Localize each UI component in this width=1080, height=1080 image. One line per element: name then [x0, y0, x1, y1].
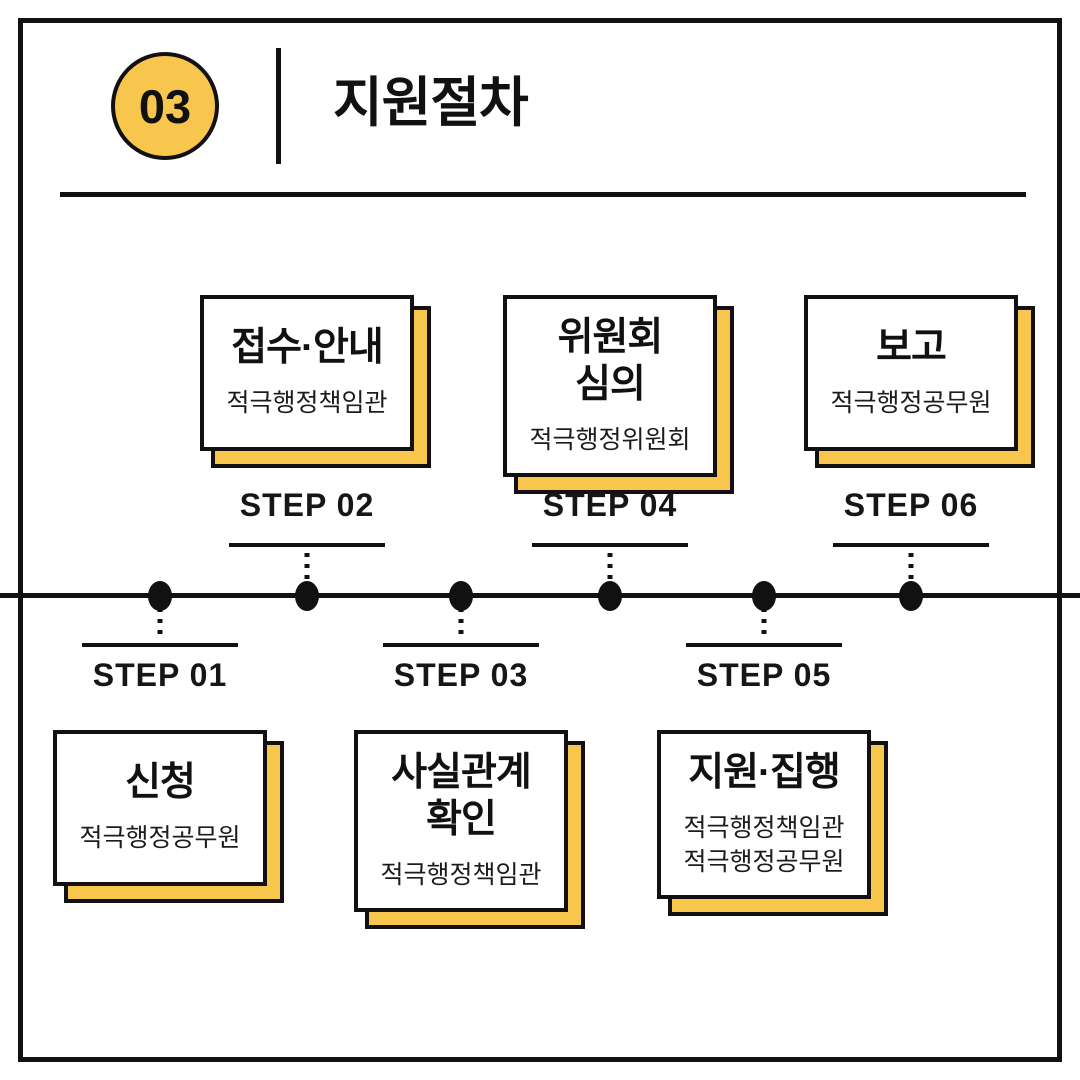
dotted-connector — [157, 608, 163, 640]
step-card: 사실관계 확인 적극행정책임관 — [354, 730, 568, 913]
step-card-subtitle: 적극행정책임관 — [380, 860, 542, 889]
timeline-dot-3 — [449, 581, 473, 611]
dotted-connector — [458, 608, 464, 640]
step-card-title: 보고 — [876, 326, 947, 370]
outer-frame — [18, 18, 1062, 1062]
step-group-02: 접수·안내 적극행정책임관 STEP 02 — [187, 295, 427, 595]
dotted-connector — [607, 553, 613, 586]
step-card-title: 신청 — [125, 761, 196, 805]
section-number-badge: 03 — [111, 52, 219, 160]
step-card-title: 접수·안내 — [231, 326, 384, 370]
step-label: STEP 03 — [393, 657, 529, 693]
step-group-05: STEP 05 지원·집행 적극행정책임관 적극행정공무원 — [644, 597, 884, 917]
step-card: 위원회 심의 적극행정위원회 — [503, 295, 717, 478]
timeline-dot-1 — [148, 581, 172, 611]
step-tick-line — [229, 543, 385, 547]
timeline-dot-4 — [598, 581, 622, 611]
step-label: STEP 04 — [542, 487, 678, 523]
step-card-title: 지원·집행 — [688, 751, 841, 794]
step-group-01: STEP 01 신청 적극행정공무원 — [40, 597, 280, 917]
step-label: STEP 02 — [239, 487, 375, 523]
step-label: STEP 06 — [843, 487, 979, 523]
step-label: STEP 05 — [696, 657, 832, 693]
step-tick-line — [532, 543, 688, 547]
step-card: 신청 적극행정공무원 — [53, 730, 267, 886]
step-card-subtitle: 적극행정책임관 — [226, 389, 388, 418]
step-tick-line — [82, 643, 238, 647]
step-card-subtitle: 적극행정공무원 — [79, 824, 241, 853]
step-card-subtitle: 적극행정위원회 — [529, 425, 691, 454]
step-tick-line — [686, 643, 842, 647]
dotted-connector — [304, 553, 310, 586]
page-title: 지원절차 — [333, 73, 529, 133]
step-card: 보고 적극행정공무원 — [804, 295, 1018, 451]
step-card: 접수·안내 적극행정책임관 — [200, 295, 414, 451]
step-tick-line — [383, 643, 539, 647]
header-divider — [276, 48, 281, 164]
step-card-subtitle: 적극행정공무원 — [830, 389, 992, 418]
timeline-axis — [0, 593, 1080, 598]
step-group-04: 위원회 심의 적극행정위원회 STEP 04 — [490, 295, 730, 595]
dotted-connector — [761, 608, 767, 640]
dotted-connector — [908, 553, 914, 586]
step-card: 지원·집행 적극행정책임관 적극행정공무원 — [657, 730, 871, 900]
step-tick-line — [833, 543, 989, 547]
timeline-dot-6 — [899, 581, 923, 611]
step-group-03: STEP 03 사실관계 확인 적극행정책임관 — [341, 597, 581, 917]
step-card-title: 사실관계 확인 — [391, 751, 532, 841]
step-card-subtitle: 적극행정책임관 적극행정공무원 — [683, 813, 845, 876]
header-underline — [60, 192, 1026, 197]
step-label: STEP 01 — [92, 657, 228, 693]
step-group-06: 보고 적극행정공무원 STEP 06 — [791, 295, 1031, 595]
timeline-dot-2 — [295, 581, 319, 611]
timeline-dot-5 — [752, 581, 776, 611]
step-card-title: 위원회 심의 — [557, 316, 664, 406]
